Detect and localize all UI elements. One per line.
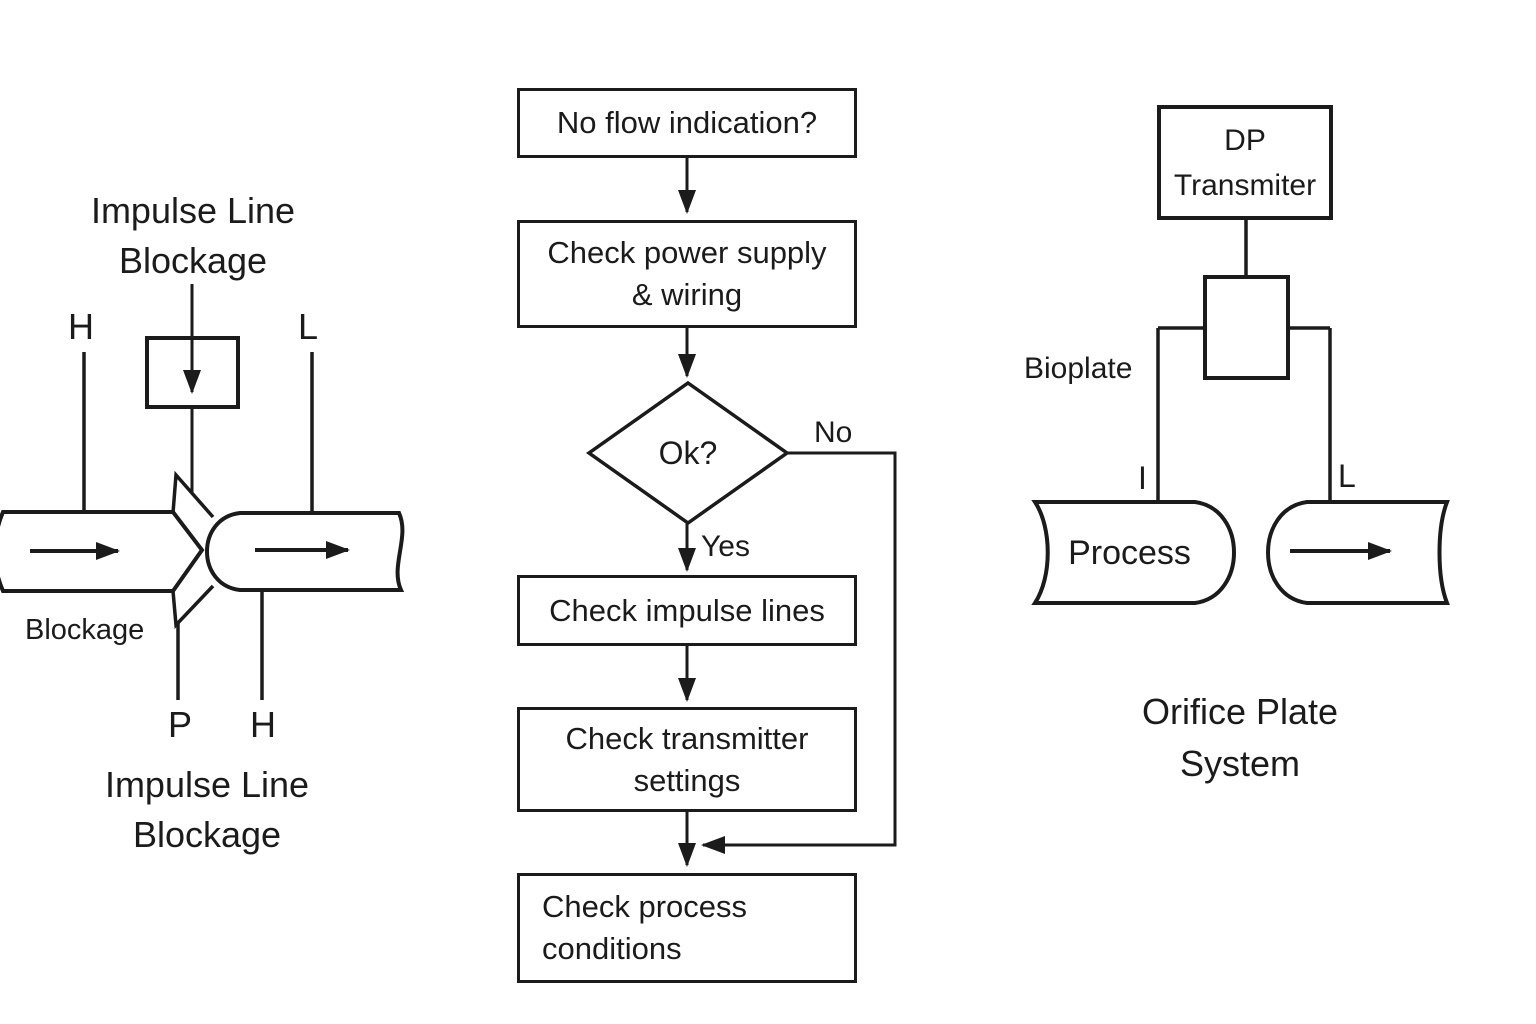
- title-line: Impulse Line: [104, 764, 310, 805]
- tap-label-l-right: L: [1338, 458, 1356, 494]
- crack-spike-bottom-icon: [171, 584, 215, 630]
- flow-box-label: settings: [633, 762, 741, 798]
- decision-diamond: [585, 380, 791, 526]
- flow-box-check-transmitter: Check transmitter settings: [517, 707, 857, 812]
- blockage-label: Blockage: [25, 614, 145, 646]
- orifice-plate-system-title: Orifice Plate System: [1105, 686, 1375, 790]
- flow-box-label: Check power supply: [547, 235, 827, 270]
- title-line: Blockage: [118, 240, 268, 281]
- dp-transmitter-box: DP Transmiter: [1157, 105, 1333, 220]
- flow-box-label: Check impulse lines: [549, 592, 825, 628]
- flow-box-label: & wiring: [631, 277, 743, 312]
- orifice-plate-diagram: [1031, 220, 1450, 605]
- bioplate-label: Bioplate: [1024, 352, 1133, 385]
- impulse-line-blockage-title-bottom: Impulse Line Blockage: [72, 760, 342, 860]
- tap-label-l-top: L: [298, 306, 319, 347]
- title-line: Orifice Plate: [1141, 691, 1339, 732]
- connector-no-branch: [701, 451, 897, 854]
- pipe-process: [1031, 500, 1236, 605]
- impulse-bracket-lines: [1156, 326, 1332, 500]
- tap-label-h-bottom: H: [250, 704, 276, 745]
- branch-label-no: No: [814, 416, 853, 449]
- title-line: System: [1179, 743, 1301, 784]
- flow-box-label: Check process: [542, 889, 748, 924]
- branch-label-yes: Yes: [701, 530, 750, 563]
- flow-box-no-flow-indication: No flow indication?: [517, 88, 857, 158]
- flow-box-label: conditions: [542, 931, 682, 966]
- tap-label-p: P: [168, 704, 193, 745]
- process-label: Process: [1068, 534, 1191, 572]
- flow-box-check-process: Check process conditions: [517, 873, 857, 983]
- tap-label-h-top: H: [68, 306, 94, 347]
- flow-box-label: Check transmitter: [565, 720, 809, 756]
- flow-box-check-impulse-lines: Check impulse lines: [517, 575, 857, 646]
- title-line: Impulse Line: [90, 190, 296, 231]
- impulse-line-blockage-title-top: Impulse Line Blockage: [58, 186, 328, 286]
- orifice-plate-block: [1203, 275, 1290, 380]
- decision-label: Ok?: [658, 435, 718, 471]
- dp-box-label: DP: [1224, 123, 1266, 157]
- impulse-line-diagram: [0, 284, 405, 700]
- tap-label-i: I: [1138, 460, 1147, 496]
- crack-spike-top-icon: [171, 470, 215, 519]
- title-line: Blockage: [132, 814, 282, 855]
- flowchart-connectors: [585, 158, 897, 867]
- flow-box-label: No flow indication?: [556, 105, 818, 140]
- flow-box-check-power: Check power supply & wiring: [517, 220, 857, 328]
- dp-box-label: Transmiter: [1173, 168, 1317, 202]
